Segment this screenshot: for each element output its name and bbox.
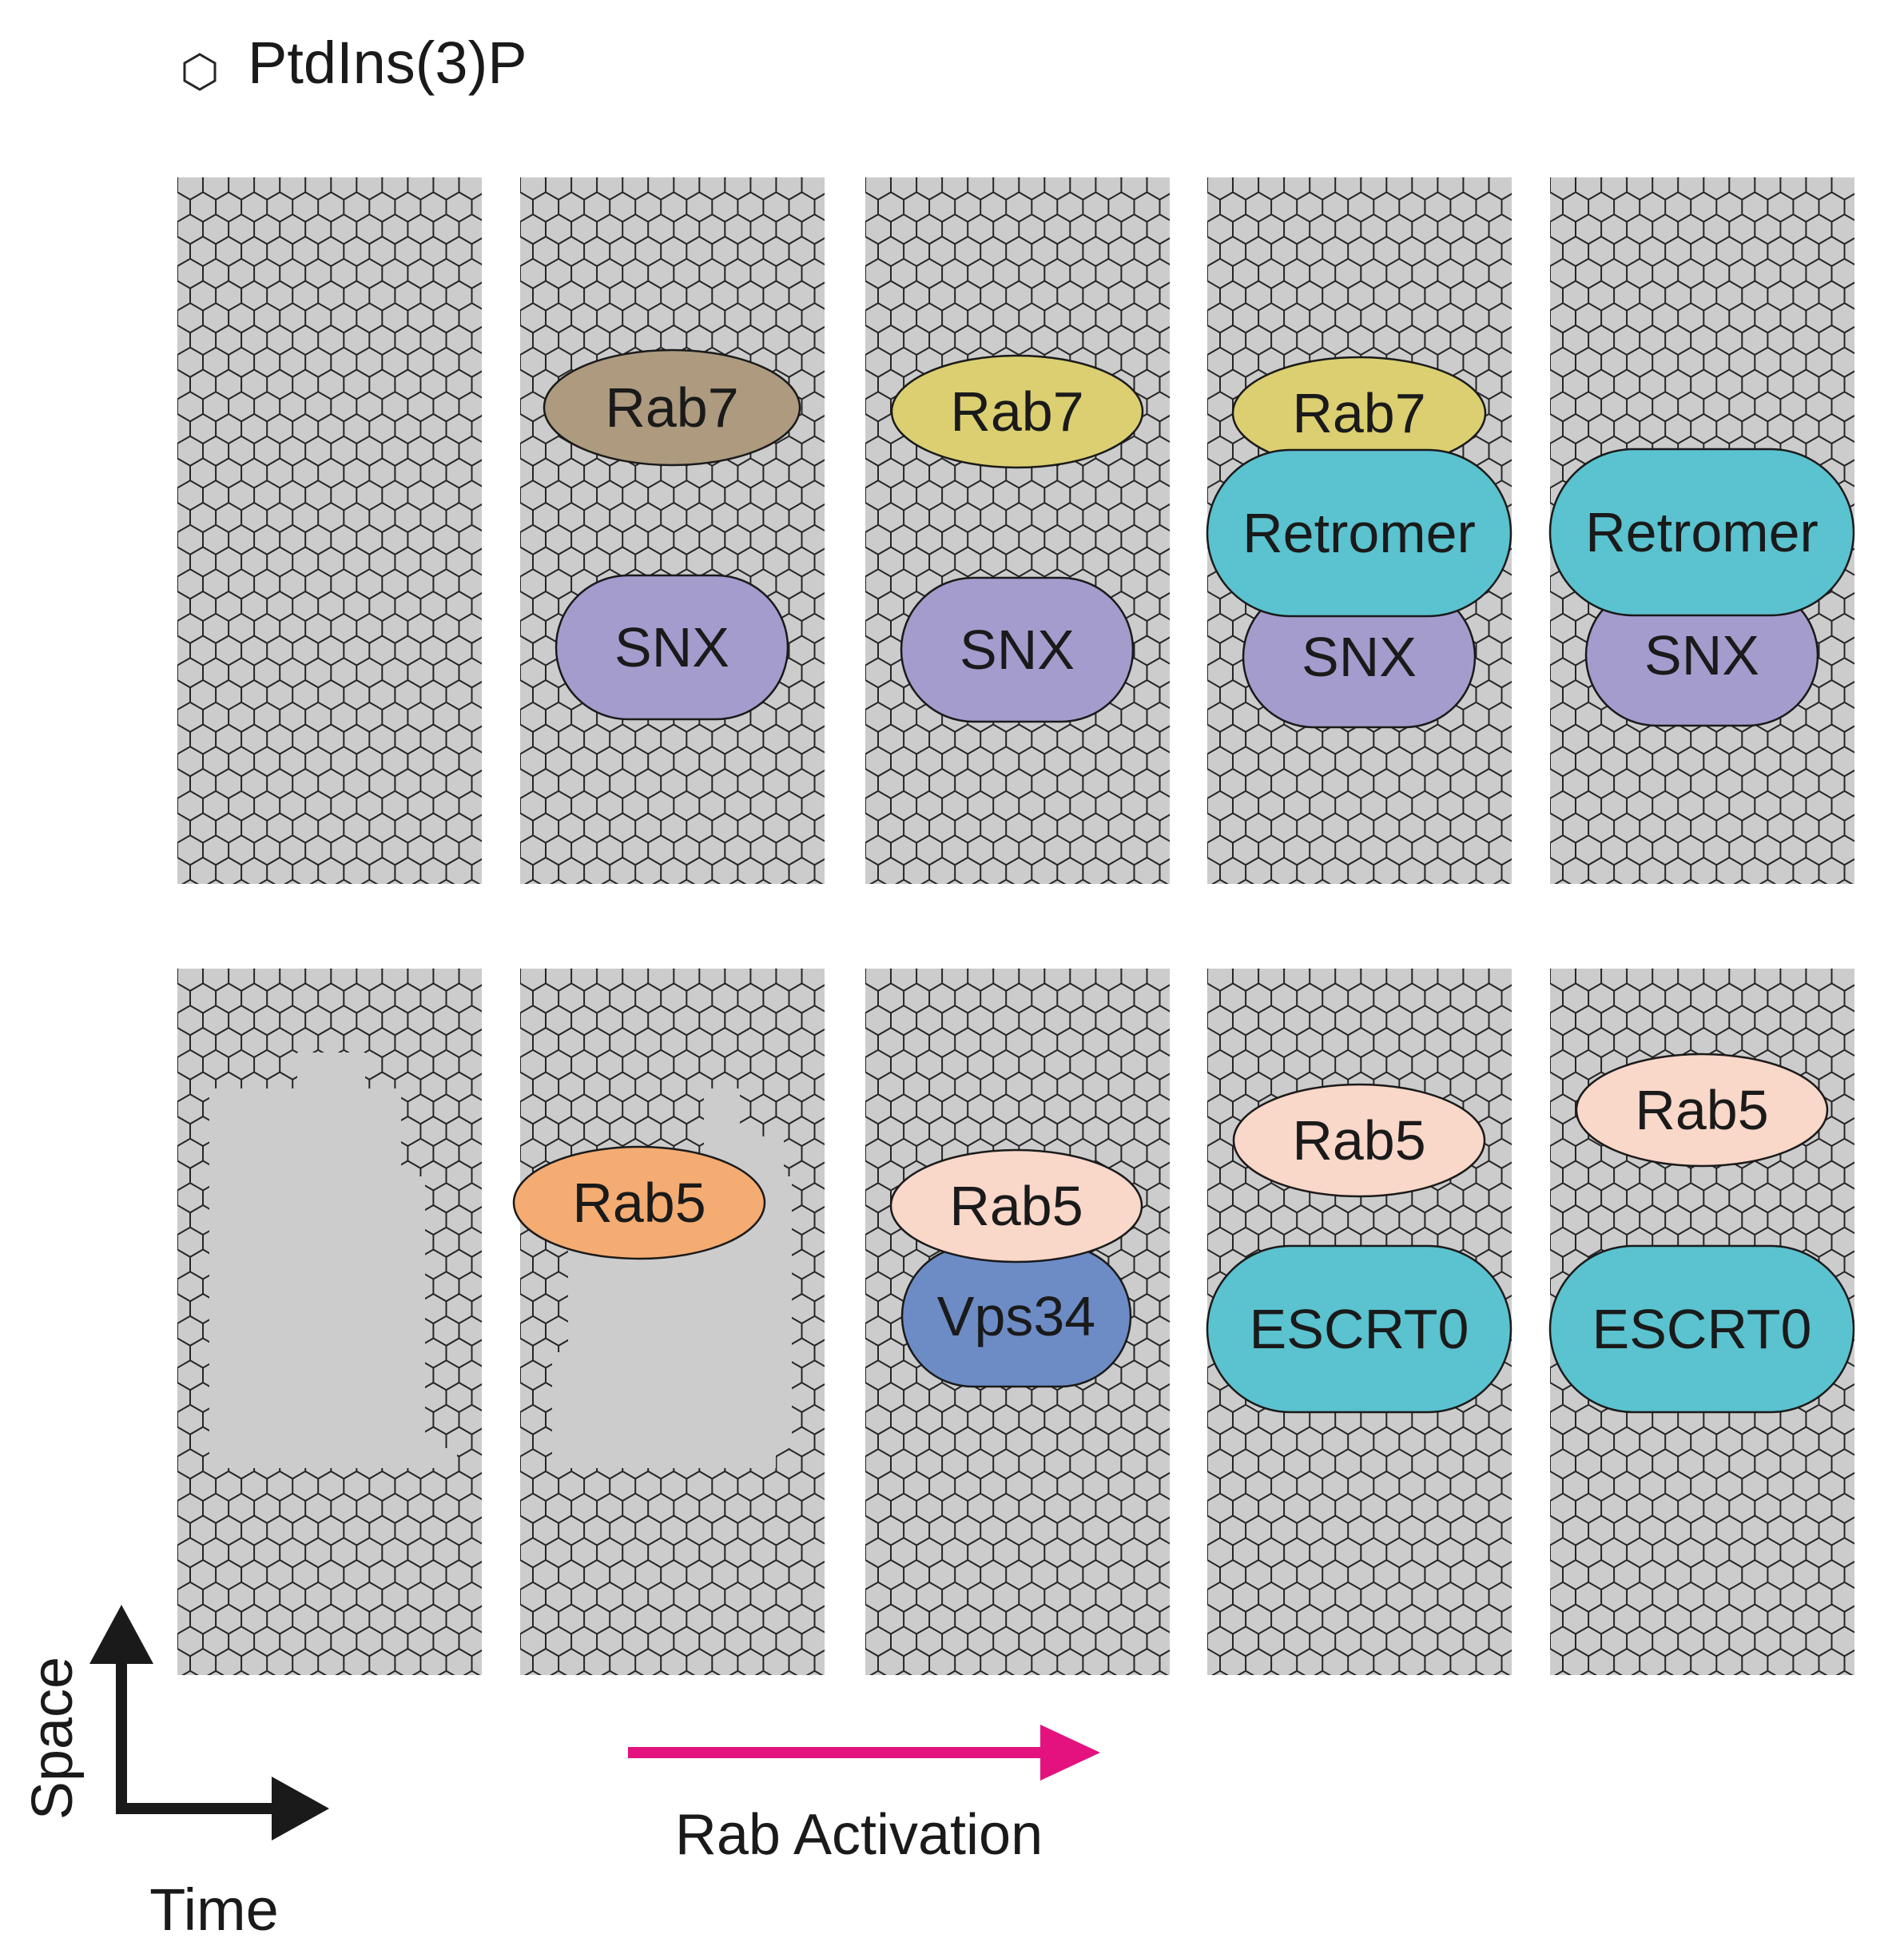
rab7-label: Rab7 bbox=[1292, 382, 1425, 444]
activation-label: Rab Activation bbox=[675, 1803, 1043, 1867]
hexagon-icon bbox=[183, 53, 217, 91]
rab7-shape bbox=[543, 348, 801, 467]
protein-rab5: Rab5 bbox=[889, 1148, 1143, 1264]
legend-label: PtdIns(3)P bbox=[248, 30, 527, 96]
protein-snx: SNX bbox=[555, 574, 789, 721]
protein-rab5: Rab5 bbox=[512, 1145, 766, 1260]
snx-label: SNX bbox=[1302, 626, 1417, 688]
protein-escrt0: ESCRT0 bbox=[1206, 1244, 1512, 1414]
rab5-label: Rab5 bbox=[572, 1172, 706, 1234]
rab7-shape bbox=[890, 354, 1144, 469]
protein-rab7: Rab7 bbox=[890, 354, 1144, 469]
escrt0-label: ESCRT0 bbox=[1250, 1298, 1469, 1360]
ptdins3p-free-region bbox=[209, 1053, 457, 1468]
space-axis-label: Space bbox=[21, 1657, 85, 1820]
protein-rab7: Rab7 bbox=[543, 348, 801, 467]
retromer-label: Retromer bbox=[1242, 502, 1476, 564]
retromer-label: Retromer bbox=[1585, 501, 1819, 563]
snx-label: SNX bbox=[960, 619, 1075, 681]
snx-shape bbox=[555, 574, 789, 721]
rab7-label: Rab7 bbox=[605, 376, 738, 439]
protein-rab5: Rab5 bbox=[1575, 1053, 1829, 1168]
escrt0-label: ESCRT0 bbox=[1592, 1298, 1812, 1360]
rab5-shape bbox=[889, 1148, 1143, 1264]
escrt0-shape bbox=[1206, 1244, 1512, 1414]
protein-rab5: Rab5 bbox=[1232, 1083, 1486, 1198]
time-arrowhead-icon bbox=[272, 1777, 329, 1841]
protein-retromer: Retromer bbox=[1206, 448, 1512, 618]
snx-shape bbox=[900, 576, 1135, 723]
panel-grid: Rab7SNXRab7SNXRab7SNXRetromerSNXRetromer… bbox=[177, 177, 1855, 1675]
vps34-label: Vps34 bbox=[937, 1285, 1095, 1347]
membrane-panel bbox=[177, 969, 482, 1675]
snx-label: SNX bbox=[1644, 624, 1759, 686]
protein-escrt0: ESCRT0 bbox=[1548, 1244, 1855, 1414]
rab5-shape bbox=[1232, 1083, 1486, 1198]
rab5-shape bbox=[512, 1145, 766, 1260]
legend: PtdIns(3)P bbox=[183, 30, 527, 96]
rab7-label: Rab7 bbox=[950, 380, 1083, 443]
membrane-panel: Rab5 bbox=[512, 969, 825, 1675]
membrane-panel: Vps34 Rab5 bbox=[865, 969, 1170, 1675]
protein-snx: SNX bbox=[900, 576, 1135, 723]
membrane-panel bbox=[177, 177, 482, 884]
rab5-shape bbox=[1575, 1053, 1829, 1168]
space-time-axes: Space Time bbox=[21, 1605, 329, 1943]
retromer-shape bbox=[1206, 448, 1512, 618]
protein-vps34: Vps34 bbox=[900, 1244, 1132, 1388]
retromer-shape bbox=[1548, 448, 1855, 617]
membrane-panel: SNX Retromer bbox=[1548, 177, 1855, 884]
activation-arrowhead-icon bbox=[1040, 1725, 1100, 1781]
protein-snx: SNX bbox=[1584, 583, 1819, 727]
snx-label: SNX bbox=[614, 616, 729, 679]
escrt0-shape bbox=[1548, 1244, 1855, 1414]
space-arrowhead-icon bbox=[89, 1605, 153, 1664]
rab5-label: Rab5 bbox=[949, 1175, 1083, 1237]
rab5-label: Rab5 bbox=[1292, 1109, 1425, 1172]
rab5-label: Rab5 bbox=[1635, 1079, 1768, 1141]
rab-activation: Rab Activation bbox=[628, 1725, 1100, 1867]
time-axis-label: Time bbox=[149, 1876, 279, 1943]
protein-snx: SNX bbox=[1242, 585, 1477, 729]
ptdins3p-lattice bbox=[177, 177, 482, 884]
protein-rab7: Rab7 bbox=[1231, 356, 1487, 471]
protein-retromer: Retromer bbox=[1548, 448, 1855, 617]
